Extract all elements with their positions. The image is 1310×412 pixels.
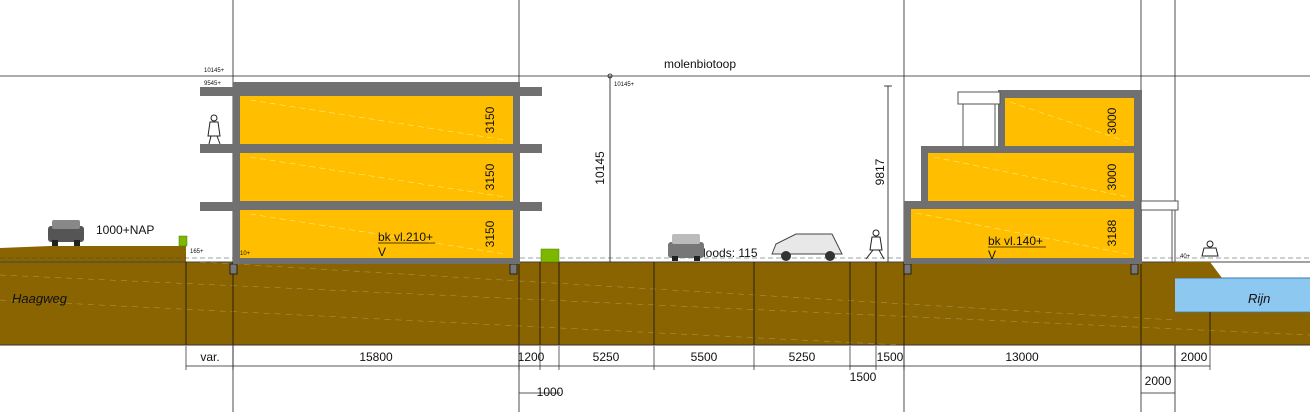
floor-height-label: 3150 [483, 220, 497, 247]
level-tag: 10145+ [614, 82, 635, 88]
dimension-label: 1500 [877, 350, 904, 364]
dimension-row-1: var. 15800 1200 5250 5500 5250 1500 1300… [200, 350, 1207, 364]
ground-floor-level: bk vl.140+ [988, 234, 1043, 248]
dimension-label: 1500 [850, 370, 877, 384]
floor-height-label: 3188 [1105, 219, 1119, 246]
dimension-label: 5250 [789, 350, 816, 364]
floor-slab [911, 209, 1134, 258]
floor-slab [240, 210, 513, 258]
dimension-label: 13000 [1005, 350, 1039, 364]
floor-height-label: 3000 [1105, 107, 1119, 134]
river-label: Rijn [1248, 291, 1270, 306]
dimension-label: 5500 [691, 350, 718, 364]
dimension-lines [185, 346, 1211, 394]
nap-level: 1000+NAP [96, 223, 154, 237]
car-front-icon [48, 220, 84, 246]
person-icon [1201, 240, 1219, 257]
floor-height-label: 3000 [1105, 163, 1119, 190]
person-icon [865, 229, 885, 260]
height-main: 10145 [593, 151, 607, 185]
floor-height-label: 3150 [483, 106, 497, 133]
dimension-label: 5250 [593, 350, 620, 364]
grass-icon [540, 248, 560, 263]
car-front-icon [668, 234, 704, 261]
dimension-label: 1000 [537, 385, 564, 399]
dimension-label: 15800 [359, 350, 393, 364]
building-east: 3000 3000 3188 bk vl.140+ V [904, 90, 1179, 264]
level-tag: 165+ [190, 249, 204, 255]
level-tag: 10+ [240, 251, 251, 257]
ground-floor-level: bk vl.210+ [378, 230, 433, 244]
floor-slab [240, 96, 513, 144]
foundation-piles [185, 262, 1211, 345]
road-label: Haagweg [12, 291, 68, 306]
floor-height-label: 3150 [483, 163, 497, 190]
grass-icon [178, 235, 188, 247]
level-tag: 9545+ [204, 81, 221, 87]
height-east: 9817 [873, 158, 887, 185]
height-dimensions [607, 73, 892, 262]
dimension-label: 2000 [1181, 350, 1208, 364]
person-icon [207, 114, 221, 145]
dimension-label: var. [200, 350, 219, 364]
loods-label: loods: 115 [703, 246, 758, 260]
level-tag: 40+ [1180, 254, 1191, 260]
car-side-icon [771, 233, 843, 261]
dimension-label: 2000 [1145, 374, 1172, 388]
floor-slab [240, 153, 513, 201]
river [1175, 262, 1310, 313]
dimension-label: 1200 [518, 350, 545, 364]
building-west: 3150 3150 3150 bk vl.210+ V [200, 82, 542, 264]
level-tag: 10145+ [204, 68, 225, 74]
drawing-title: molenbiotoop [664, 57, 736, 71]
level-marker: V [378, 245, 386, 259]
dimension-row-2: 1000 1500 2000 [537, 370, 1172, 399]
level-marker: V [988, 248, 996, 262]
floor-slab [928, 153, 1134, 201]
